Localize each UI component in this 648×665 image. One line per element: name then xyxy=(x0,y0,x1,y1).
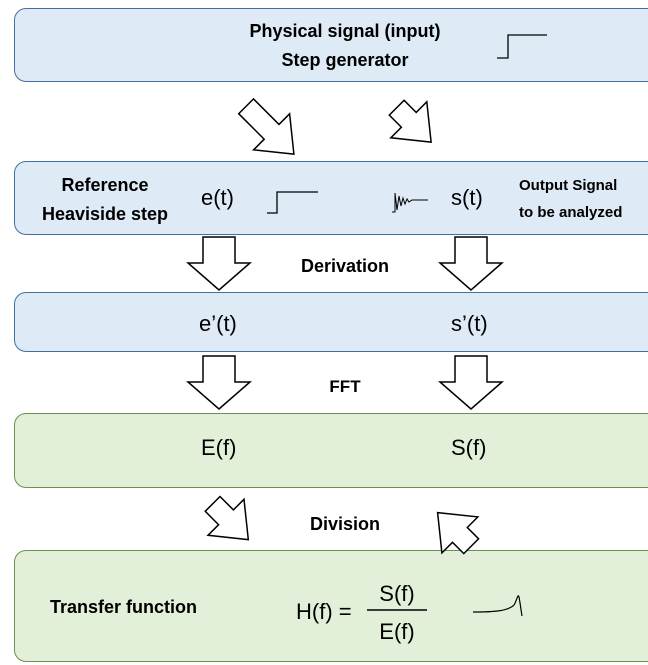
input-box xyxy=(14,8,648,82)
step-icon xyxy=(497,34,547,59)
E-f-label: E(f) xyxy=(201,435,237,460)
arrow-down-right-icon xyxy=(204,495,250,541)
e-t-label: e(t) xyxy=(201,185,234,210)
s-t-label: s(t) xyxy=(451,185,483,210)
division-label: Division xyxy=(309,514,380,534)
step-icon xyxy=(267,191,318,214)
S-f-label: S(f) xyxy=(451,435,487,460)
transfer-box xyxy=(14,550,648,662)
arrow-down-icon xyxy=(185,355,253,410)
to-be-analyzed-label: to be analyzed xyxy=(519,204,623,221)
fft-label: FFT xyxy=(329,377,361,396)
arrow-down-icon xyxy=(437,355,505,410)
input-subtitle: Step generator xyxy=(281,50,409,70)
ringing-signal-icon xyxy=(392,192,428,213)
s-prime-label: s’(t) xyxy=(451,311,488,336)
reference-label: Reference xyxy=(61,175,149,195)
arrow-down-icon xyxy=(185,236,253,291)
resonance-curve-icon xyxy=(472,595,523,617)
heaviside-label: Heaviside step xyxy=(41,204,169,224)
arrow-down-icon xyxy=(437,236,505,291)
signals-box xyxy=(14,161,648,235)
fraction-denominator: E(f) xyxy=(379,619,415,644)
arrow-down-left-icon xyxy=(436,511,480,555)
arrow-down-right-icon xyxy=(237,97,295,155)
transfer-function-label: Transfer function xyxy=(50,597,198,617)
arrow-down-left-icon xyxy=(388,99,432,143)
derivation-label: Derivation xyxy=(300,256,390,276)
input-title: Physical signal (input) xyxy=(249,21,441,41)
e-prime-label: e’(t) xyxy=(199,311,237,336)
output-signal-label: Output Signal xyxy=(519,177,618,194)
fraction-numerator: S(f) xyxy=(379,581,415,606)
derivatives-box xyxy=(14,292,648,352)
spectra-box xyxy=(14,413,648,488)
h-f-label: H(f) = xyxy=(296,599,352,624)
